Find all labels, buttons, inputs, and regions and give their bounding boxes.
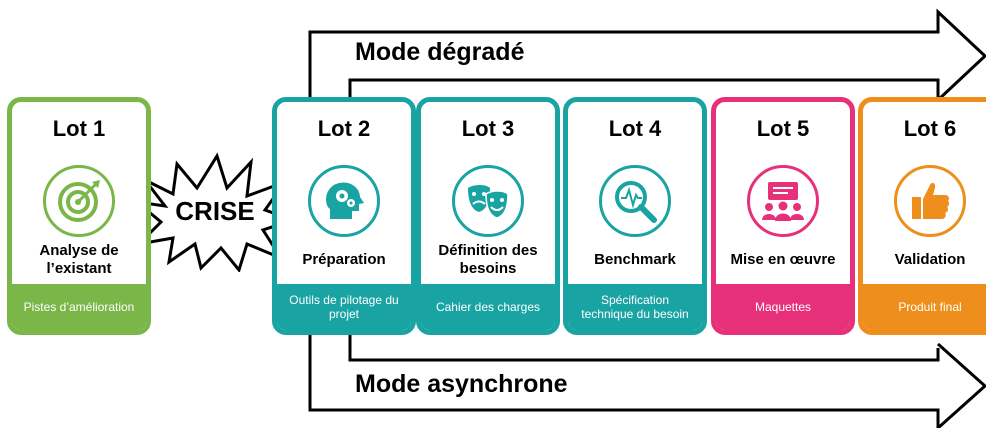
- lot-label: Définition des besoins: [438, 242, 538, 277]
- mode-degrade-arrow: [308, 8, 986, 128]
- target-icon: [43, 165, 115, 237]
- lot-title: Lot 4: [608, 116, 662, 141]
- lot-title: Lot 1: [52, 116, 106, 141]
- gear-head-icon: [308, 165, 380, 237]
- mode-degrade-label: Mode dégradé: [355, 38, 525, 66]
- meeting-icon: [747, 165, 819, 237]
- lot-deliverable: Produit final: [863, 284, 986, 330]
- lot-deliverable: Outils de pilotage du projet: [277, 284, 411, 330]
- lot-title: Lot 2: [317, 116, 371, 141]
- magnifier-icon: [599, 165, 671, 237]
- crise-label: CRISE: [175, 196, 255, 226]
- lot-title: Lot 3: [461, 116, 515, 141]
- lot-label: Préparation: [302, 251, 386, 268]
- lot-deliverable: Maquettes: [716, 284, 850, 330]
- lot-deliverable: Spécification technique du besoin: [568, 284, 702, 330]
- lot-label: Benchmark: [594, 251, 676, 268]
- lot-deliverable: Cahier des charges: [421, 284, 555, 330]
- lot-title: Lot 6: [903, 116, 957, 141]
- lot-label: Analyse de l’existant: [39, 242, 119, 277]
- lot-title: Lot 5: [756, 116, 810, 141]
- mode-asynchrone-label: Mode asynchrone: [355, 370, 568, 398]
- theater-masks-icon: [452, 165, 524, 237]
- lot-label: Mise en œuvre: [730, 251, 836, 268]
- lot-deliverable: Pistes d’amélioration: [12, 284, 146, 330]
- thumbs-up-icon: [894, 165, 966, 237]
- mode-asynchrone-arrow: [308, 330, 940, 428]
- lot-label: Validation: [894, 251, 966, 268]
